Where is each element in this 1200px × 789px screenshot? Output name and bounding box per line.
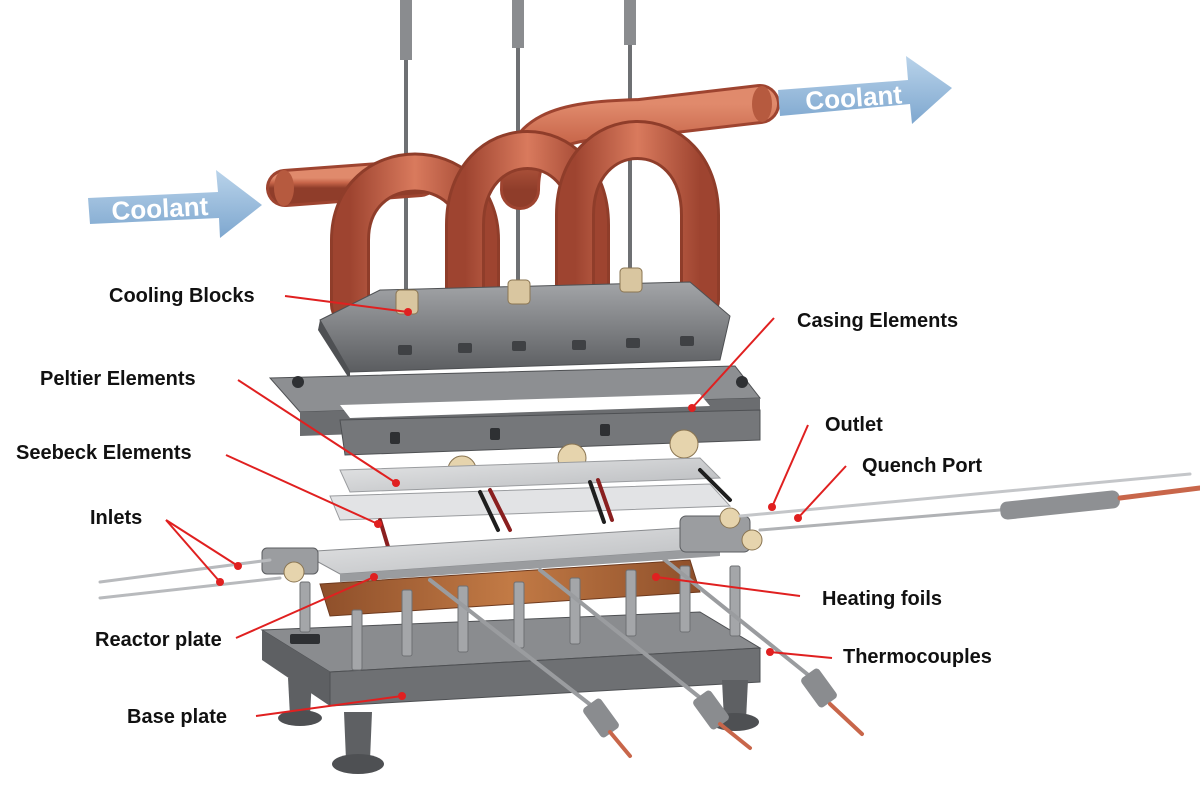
threaded-rods [299,565,741,671]
label-quench-port: Quench Port [862,455,982,477]
leader-lines [165,295,847,717]
base-plate [260,611,762,774]
peltier-layer [339,457,722,493]
right-arrow-icon [88,170,262,238]
outlet-tube-end [752,86,772,122]
label-reactor-plate: Reactor plate [95,629,222,651]
coolant-outlet-label: Coolant [804,79,903,116]
outlet-capillaries [738,472,1200,532]
inlet-tube-end [274,170,294,206]
thermocouples [428,554,864,758]
label-inlets: Inlets [90,507,142,529]
inlet-capillaries [98,558,282,600]
label-thermocouples: Thermocouples [843,646,992,668]
coolant-inlet-arrow: Coolant [88,170,262,238]
coolant-outlet-arrow: Coolant [778,56,952,124]
label-seebeck-elements: Seebeck Elements [16,442,192,464]
right-arrow-icon [778,56,952,124]
coolant-tubes [266,84,780,325]
part-labels: Cooling Blocks Casing Elements Peltier E… [16,285,992,728]
label-base-plate: Base plate [127,706,227,728]
label-casing-elements: Casing Elements [797,310,958,332]
label-outlet: Outlet [825,414,883,436]
cooling-block [318,267,731,380]
casing-frame [268,365,762,485]
coolant-inlet-label: Coolant [111,191,210,226]
label-peltier-elements: Peltier Elements [40,368,196,390]
heating-foil [319,559,701,617]
label-heating-foils: Heating foils [822,588,942,610]
reactor-plate [261,507,763,583]
label-cooling-blocks: Cooling Blocks [109,285,255,307]
